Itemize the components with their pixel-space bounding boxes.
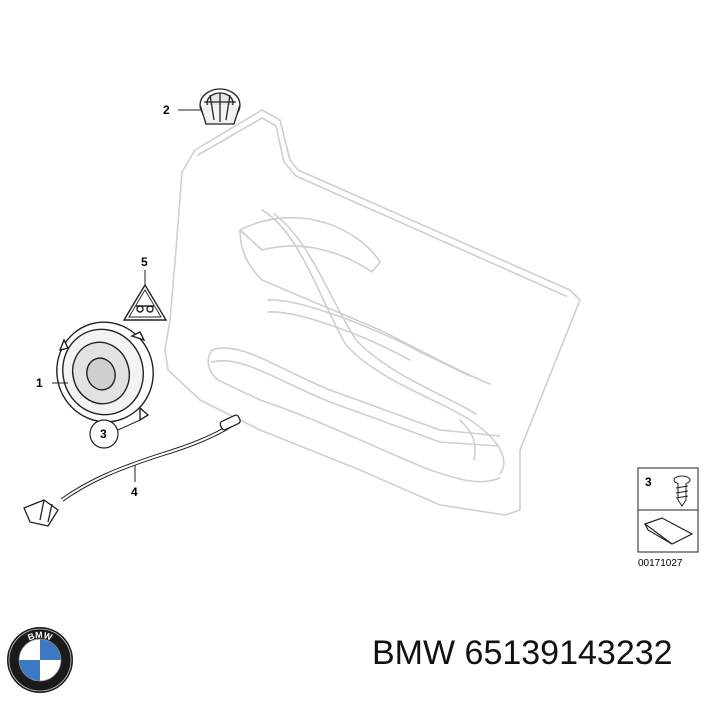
product-caption: BMW 65139143232 (372, 634, 673, 673)
screw-icon (673, 475, 691, 507)
speaker-part (56, 321, 154, 423)
callout-4: 4 (131, 485, 138, 499)
callout-3: 3 (100, 427, 107, 441)
bmw-logo: BMW (7, 627, 73, 693)
leader-line-3 (117, 419, 141, 431)
svg-text:BMW: BMW (26, 630, 54, 643)
grommet-part (199, 88, 241, 125)
logo-text: BMW (26, 630, 54, 643)
callout-5: 5 (141, 255, 148, 269)
door-trim-panel (164, 109, 581, 516)
callout-1: 1 (36, 376, 43, 390)
legend-item-number: 3 (645, 475, 652, 489)
panel-arrow-icon (643, 517, 694, 545)
caption-brand: BMW (372, 634, 456, 672)
legend-box: 3 (637, 467, 699, 553)
cable-part (23, 414, 241, 527)
diagram-number: 00171027 (638, 558, 683, 569)
caption-part-number: 65139143232 (464, 634, 673, 672)
callout-2: 2 (163, 103, 170, 117)
warning-label-part (122, 283, 168, 321)
callout-3-circle (89, 419, 119, 449)
